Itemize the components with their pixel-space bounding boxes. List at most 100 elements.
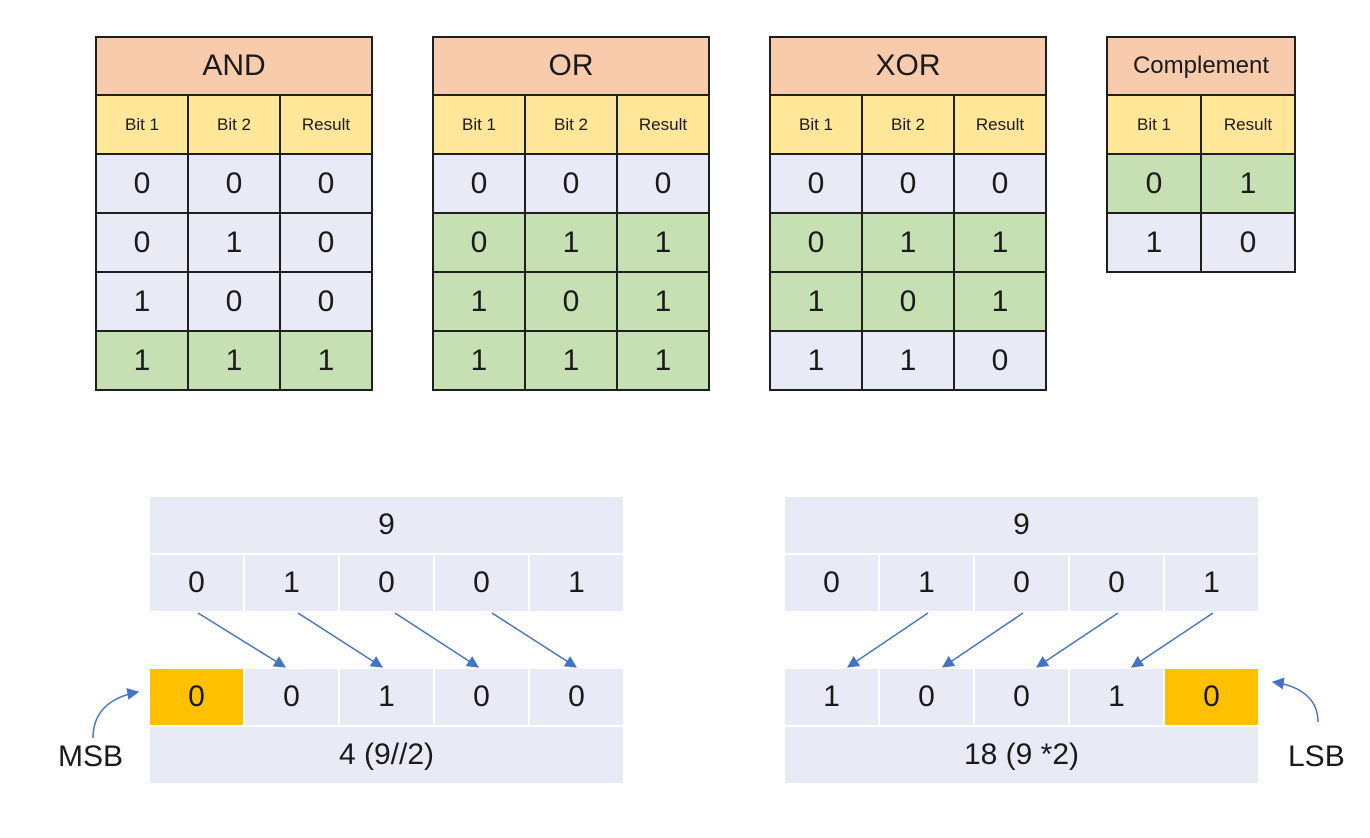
lsb-label: LSB xyxy=(1288,740,1345,773)
and-cell: 1 xyxy=(187,212,281,273)
complement-cell: 1 xyxy=(1106,212,1202,273)
or-header-result: Result xyxy=(616,94,710,155)
or-row: 0 0 0 xyxy=(432,153,710,214)
right-shift-input-bit: 0 xyxy=(340,555,433,611)
left-shift-input-bit: 1 xyxy=(1165,555,1258,611)
left-shift-input-bit: 0 xyxy=(785,555,878,611)
right-shift-result: 4 (9//2) xyxy=(150,727,623,783)
xor-cell: 1 xyxy=(953,212,1047,273)
xor-header-bit2: Bit 2 xyxy=(861,94,955,155)
right-shift-input-bit: 1 xyxy=(245,555,338,611)
or-cell: 1 xyxy=(432,271,526,332)
and-header-bit2: Bit 2 xyxy=(187,94,281,155)
complement-header-result: Result xyxy=(1200,94,1296,155)
xor-header-bit1: Bit 1 xyxy=(769,94,863,155)
or-header-bit2: Bit 2 xyxy=(524,94,618,155)
and-row: 1 0 0 xyxy=(95,271,373,332)
xor-cell: 1 xyxy=(953,271,1047,332)
xor-header-result: Result xyxy=(953,94,1047,155)
or-cell: 0 xyxy=(524,153,618,214)
or-cell: 1 xyxy=(432,330,526,391)
lsb-curved-arrow xyxy=(1271,677,1319,723)
and-cell: 0 xyxy=(187,271,281,332)
xor-cell: 1 xyxy=(861,212,955,273)
left-shift-arrow xyxy=(1131,612,1214,668)
and-cell: 0 xyxy=(279,212,373,273)
xor-cell: 0 xyxy=(953,153,1047,214)
xor-cell: 0 xyxy=(769,153,863,214)
or-cell: 0 xyxy=(616,153,710,214)
or-row: 1 0 1 xyxy=(432,271,710,332)
right-shift-arrow xyxy=(197,612,287,668)
and-row: 0 1 0 xyxy=(95,212,373,273)
complement-row: 0 1 xyxy=(1106,153,1296,214)
complement-cell: 0 xyxy=(1200,212,1296,273)
or-header-bit1: Bit 1 xyxy=(432,94,526,155)
or-cell: 1 xyxy=(524,212,618,273)
left-shift-output-bit-lsb: 0 xyxy=(1165,669,1258,725)
and-cell: 0 xyxy=(95,153,189,214)
or-cell: 1 xyxy=(616,271,710,332)
xor-row: 0 0 0 xyxy=(769,153,1047,214)
and-cell: 0 xyxy=(187,153,281,214)
or-cell: 0 xyxy=(524,271,618,332)
and-table: AND Bit 1 Bit 2 Result 0 0 0 0 1 0 1 0 0… xyxy=(95,36,373,391)
complement-cell: 1 xyxy=(1200,153,1296,214)
right-shift-output-bit: 0 xyxy=(435,669,528,725)
complement-row: 1 0 xyxy=(1106,212,1296,273)
left-shift-output-bit: 1 xyxy=(1070,669,1163,725)
left-shift-arrow xyxy=(847,612,929,668)
and-header-bit1: Bit 1 xyxy=(95,94,189,155)
xor-cell: 1 xyxy=(861,330,955,391)
msb-label: MSB xyxy=(58,740,124,773)
and-row: 1 1 1 xyxy=(95,330,373,391)
and-cell: 1 xyxy=(95,330,189,391)
left-shift-input-bit: 0 xyxy=(975,555,1068,611)
and-cell: 1 xyxy=(187,330,281,391)
xor-row: 1 0 1 xyxy=(769,271,1047,332)
or-title: OR xyxy=(432,36,710,96)
left-shift-output-bit: 0 xyxy=(880,669,973,725)
xor-table: XOR Bit 1 Bit 2 Result 0 0 0 0 1 1 1 0 1… xyxy=(769,36,1047,391)
right-shift-output-bit: 1 xyxy=(340,669,433,725)
or-cell: 1 xyxy=(524,330,618,391)
or-cell: 0 xyxy=(432,212,526,273)
complement-title: Complement xyxy=(1106,36,1296,96)
xor-cell: 0 xyxy=(953,330,1047,391)
left-shift-output-bit: 1 xyxy=(785,669,878,725)
or-row: 1 1 1 xyxy=(432,330,710,391)
or-row: 0 1 1 xyxy=(432,212,710,273)
right-shift-input-bit: 0 xyxy=(150,555,243,611)
right-shift-input-bit: 0 xyxy=(435,555,528,611)
and-cell: 1 xyxy=(279,330,373,391)
left-shift-input-bit: 1 xyxy=(880,555,973,611)
and-header-result: Result xyxy=(279,94,373,155)
and-cell: 1 xyxy=(95,271,189,332)
right-shift-number: 9 xyxy=(150,497,623,553)
xor-cell: 1 xyxy=(769,330,863,391)
left-shift-output-bit: 0 xyxy=(975,669,1068,725)
right-shift-input-bit: 1 xyxy=(530,555,623,611)
or-cell: 0 xyxy=(432,153,526,214)
xor-cell: 0 xyxy=(769,212,863,273)
left-shift-input-bit: 0 xyxy=(1070,555,1163,611)
left-shift-arrow xyxy=(1036,612,1119,668)
xor-title: XOR xyxy=(769,36,1047,96)
complement-cell: 0 xyxy=(1106,153,1202,214)
msb-curved-arrow xyxy=(92,687,140,739)
xor-cell: 0 xyxy=(861,153,955,214)
right-shift-output-bit: 0 xyxy=(530,669,623,725)
and-cell: 0 xyxy=(95,212,189,273)
right-shift-output-bit-msb: 0 xyxy=(150,669,243,725)
xor-cell: 1 xyxy=(769,271,863,332)
and-cell: 0 xyxy=(279,153,373,214)
right-shift-arrow xyxy=(394,612,480,668)
and-row: 0 0 0 xyxy=(95,153,373,214)
and-cell: 0 xyxy=(279,271,373,332)
xor-row: 1 1 0 xyxy=(769,330,1047,391)
left-shift-number: 9 xyxy=(785,497,1258,553)
right-shift-output-bit: 0 xyxy=(245,669,338,725)
or-table: OR Bit 1 Bit 2 Result 0 0 0 0 1 1 1 0 1 … xyxy=(432,36,710,391)
right-shift-arrow xyxy=(491,612,578,668)
